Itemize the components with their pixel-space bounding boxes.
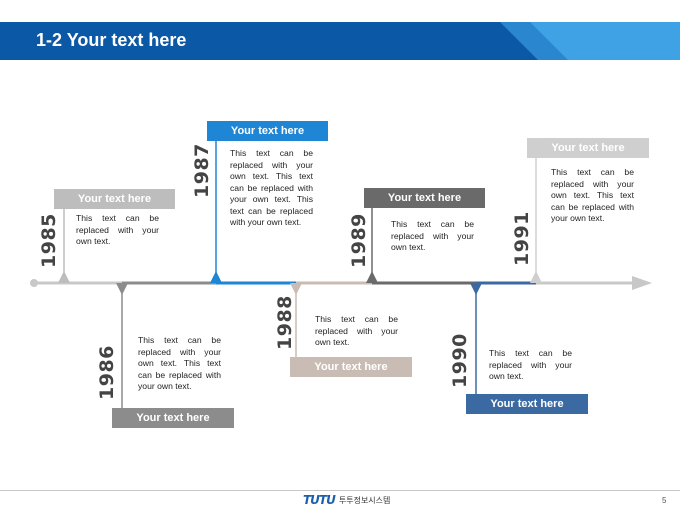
title-bar: 1-2 Your text here <box>0 22 680 60</box>
slide-title[interactable]: 1-2 Your text here <box>36 30 187 50</box>
event-1990-label[interactable]: Your text here <box>466 394 588 414</box>
event-1985-text: This text can be replaced with your own … <box>76 213 159 246</box>
timeline-start-dot <box>30 279 38 287</box>
event-1987-text: This text can be replaced with your own … <box>230 148 313 227</box>
year-1988: 1988 <box>274 295 296 350</box>
year-1985: 1985 <box>38 213 60 268</box>
year-1990: 1990 <box>449 333 471 388</box>
year-1986: 1986 <box>96 345 118 400</box>
marker-1990 <box>470 283 482 295</box>
logo-mark: TUTU <box>303 493 336 507</box>
year-1989: 1989 <box>348 213 370 268</box>
marker-1985 <box>58 271 70 283</box>
year-1991: 1991 <box>511 211 533 266</box>
marker-1988 <box>290 283 302 295</box>
marker-1989 <box>366 271 378 283</box>
event-1986-text: This text can be replaced with your own … <box>138 335 221 391</box>
footer-divider <box>0 490 680 491</box>
timeline-arrowhead <box>632 276 652 290</box>
event-1985-label[interactable]: Your text here <box>54 189 175 209</box>
event-1987-label[interactable]: Your text here <box>207 121 328 141</box>
page-number: 5 <box>662 496 667 505</box>
marker-1991 <box>530 271 542 283</box>
event-1991-label[interactable]: Your text here <box>527 138 649 158</box>
company-logo: TUTU 투투정보시스템 <box>303 493 390 507</box>
logo-text: 투투정보시스템 <box>338 495 391 505</box>
event-1988-label[interactable]: Your text here <box>290 357 412 377</box>
event-1988-text: This text can be replaced with your own … <box>315 314 398 347</box>
event-1986-label[interactable]: Your text here <box>112 408 234 428</box>
event-1990-text: This text can be replaced with your own … <box>489 348 572 381</box>
event-1989-text: This text can be replaced with your own … <box>391 219 474 252</box>
event-1989-label[interactable]: Your text here <box>364 188 485 208</box>
marker-1986 <box>116 283 128 295</box>
event-1991-text: This text can be replaced with your own … <box>551 167 634 223</box>
year-1987: 1987 <box>191 143 213 198</box>
marker-1987 <box>210 271 222 283</box>
